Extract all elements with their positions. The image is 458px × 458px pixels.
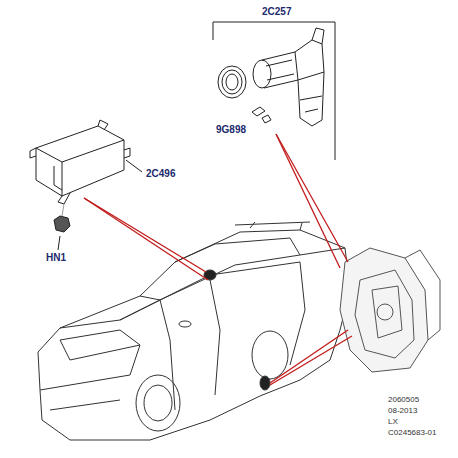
clip-part [252, 107, 271, 123]
drawing-note: 2060505 [388, 396, 419, 405]
brake-actuator [253, 28, 324, 126]
callout-number: HN1 [46, 252, 66, 263]
drawing-note: LX [388, 418, 398, 427]
leader-line [126, 160, 142, 172]
group-frame [213, 22, 335, 160]
vehicle-outline [38, 222, 350, 440]
control-module [30, 120, 130, 204]
leader-line [58, 236, 60, 250]
brake-caliper [340, 248, 440, 372]
callout-number: 2C257 [262, 6, 291, 17]
seal-ring [218, 66, 246, 98]
callout-number: 9G898 [216, 124, 246, 135]
drawing-note: C0245683-01 [388, 429, 436, 438]
nut-fastener [54, 204, 70, 232]
drawing-note: 08-2013 [388, 407, 417, 416]
leader-line [84, 134, 352, 385]
callout-number: 2C496 [146, 168, 175, 179]
